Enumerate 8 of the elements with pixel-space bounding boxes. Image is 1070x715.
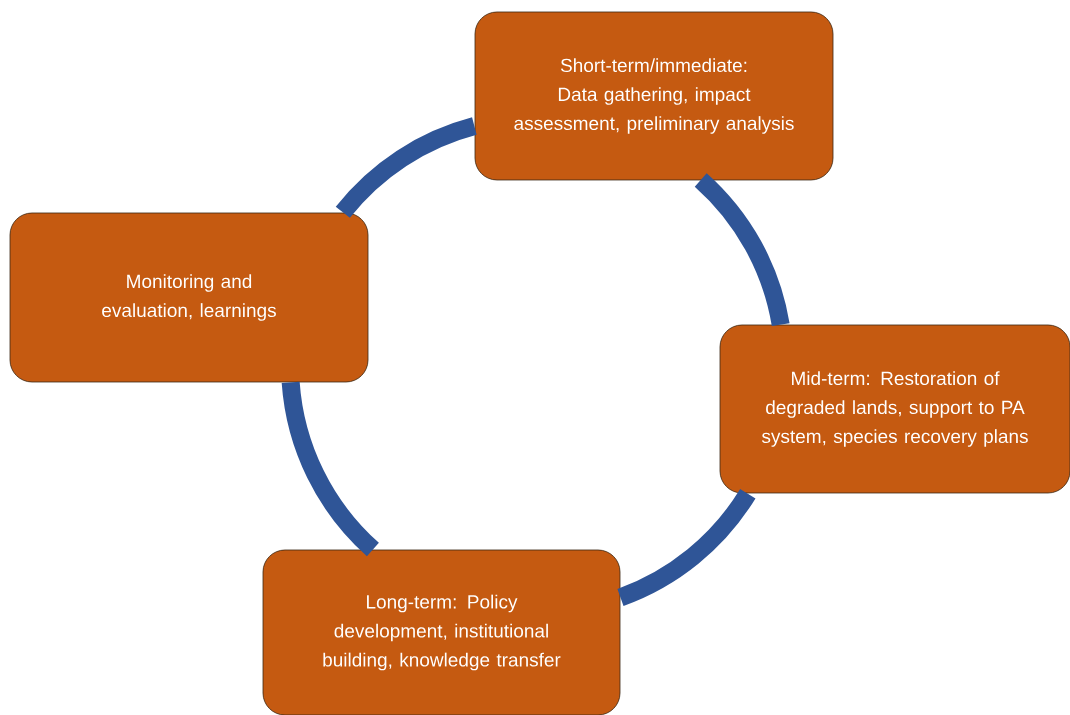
stage-box: Monitoring and evaluation, learnings [9, 212, 369, 383]
ring-arc [335, 117, 477, 219]
ring-arc [694, 173, 790, 327]
ring-arc [617, 488, 756, 606]
stage-box: Mid-term: Restoration of degraded lands, support to PA system, species recovery plans [719, 324, 1070, 494]
stage-box: Long-term: Policy development, institutional building, knowledge transfer [262, 549, 621, 715]
ring-arc [281, 381, 380, 557]
stage-box: Short-term/immediate: Data gathering, impact assessment, preliminary analysis [474, 11, 834, 181]
